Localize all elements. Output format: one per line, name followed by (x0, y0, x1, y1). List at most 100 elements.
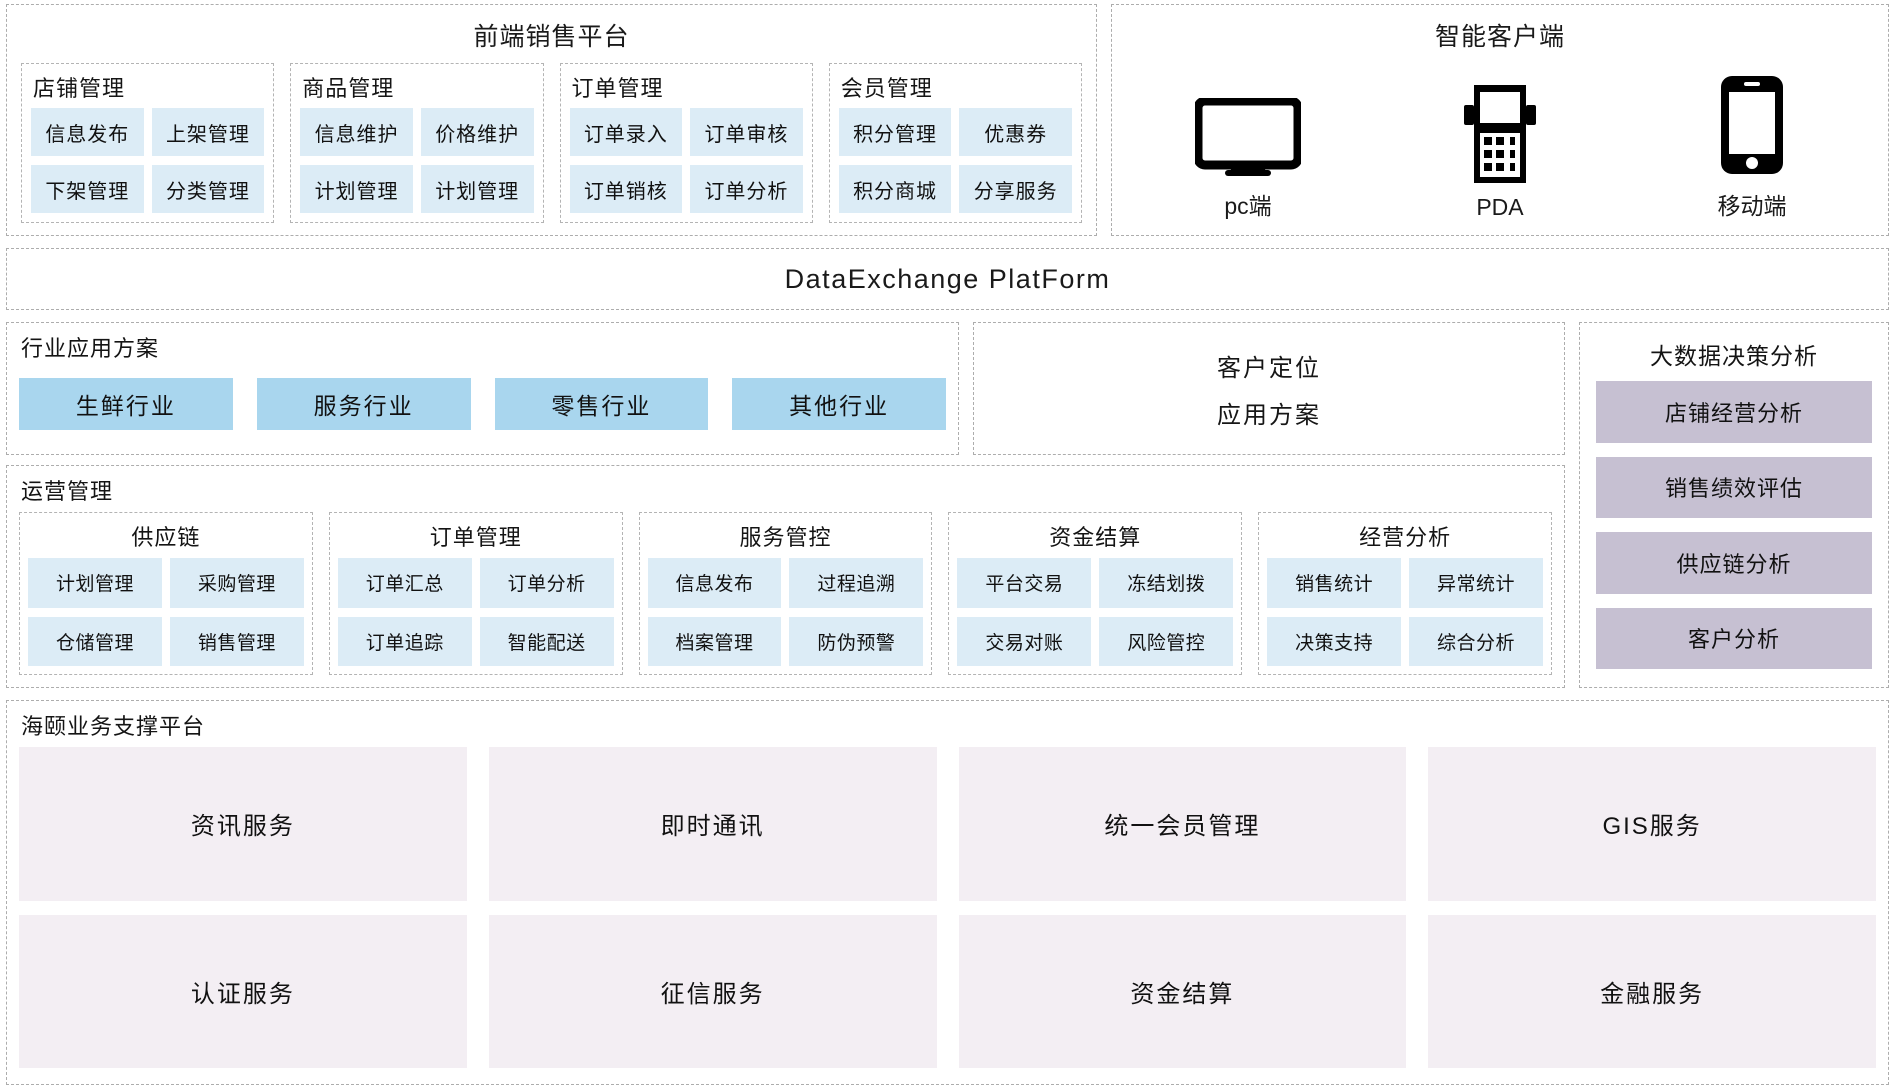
support-chip[interactable]: GIS服务 (1428, 747, 1876, 901)
bigdata-chip[interactable]: 店铺经营分析 (1596, 381, 1872, 443)
feature-chip[interactable]: 积分管理 (838, 108, 952, 156)
ops-chip[interactable]: 仓储管理 (28, 616, 162, 666)
ops-group-settlement: 资金结算 平台交易 冻结划拨 交易对账 风险管控 (948, 512, 1243, 675)
ops-chip[interactable]: 决策支持 (1267, 616, 1402, 666)
operations-group-list: 供应链 计划管理 采购管理 仓储管理 销售管理 订单管理 订单汇总 订单分析 (19, 512, 1552, 677)
support-chip[interactable]: 认证服务 (19, 914, 467, 1068)
operations-management-title: 运营管理 (21, 479, 114, 504)
ops-chip[interactable]: 订单分析 (479, 558, 614, 608)
industry-solutions-title: 行业应用方案 (21, 336, 160, 361)
feature-chip[interactable]: 信息维护 (300, 108, 413, 156)
ops-chip[interactable]: 计划管理 (28, 558, 162, 608)
ops-chip[interactable]: 智能配送 (479, 616, 614, 666)
dataexchange-label: DataExchange PlatForm (784, 263, 1111, 294)
ops-group-order: 订单管理 订单汇总 订单分析 订单追踪 智能配送 (328, 512, 623, 675)
support-chip[interactable]: 统一会员管理 (958, 747, 1407, 901)
customer-positioning-line1: 客户定位 (1217, 354, 1321, 382)
feature-chip[interactable]: 订单录入 (569, 108, 683, 156)
feature-chip[interactable]: 积分商城 (838, 165, 952, 213)
ops-chip[interactable]: 异常统计 (1409, 558, 1543, 608)
bigdata-chip[interactable]: 销售绩效评估 (1596, 456, 1872, 518)
feature-chip[interactable]: 分享服务 (959, 165, 1072, 213)
ops-chip[interactable]: 采购管理 (169, 558, 304, 608)
group-item-grid: 信息发布 上架管理 下架管理 分类管理 (31, 108, 265, 213)
smart-client-panel: 智能客户端 pc端 (1111, 4, 1889, 236)
industry-and-locate-row: 行业应用方案 生鲜行业 服务行业 零售行业 其他行业 客户定位 应用方案 (6, 322, 1565, 455)
feature-chip[interactable]: 下架管理 (31, 165, 144, 213)
ops-chip[interactable]: 订单追踪 (337, 616, 472, 666)
support-chip[interactable]: 金融服务 (1428, 914, 1876, 1068)
feature-chip[interactable]: 优惠券 (959, 108, 1072, 156)
group-item-grid: 积分管理 优惠券 积分商城 分享服务 (838, 108, 1072, 213)
feature-chip[interactable]: 订单销核 (569, 165, 683, 213)
frontend-platform-title: 前端销售平台 (473, 23, 630, 51)
feature-chip[interactable]: 价格维护 (420, 108, 534, 156)
bigdata-title: 大数据决策分析 (1650, 343, 1818, 369)
ops-group-title: 经营分析 (1359, 525, 1452, 550)
feature-chip[interactable]: 计划管理 (300, 165, 413, 213)
smart-client-title: 智能客户端 (1434, 23, 1565, 51)
frontend-sales-platform-panel: 前端销售平台 店铺管理 信息发布 上架管理 下架管理 分类管理 商品管理 信息维… (6, 4, 1097, 236)
ops-chip[interactable]: 风险管控 (1099, 616, 1234, 666)
ops-group-title: 供应链 (131, 525, 201, 550)
feature-chip[interactable]: 上架管理 (151, 108, 265, 156)
client-device-pc: pc端 (1173, 96, 1323, 221)
feature-chip[interactable]: 信息发布 (31, 108, 144, 156)
group-item-grid: 信息维护 价格维护 计划管理 计划管理 (300, 108, 534, 213)
industry-chip[interactable]: 其他行业 (732, 377, 946, 430)
ops-chip[interactable]: 信息发布 (647, 558, 782, 608)
ops-chip[interactable]: 过程追溯 (789, 558, 924, 608)
ops-chip[interactable]: 综合分析 (1409, 616, 1543, 666)
frontend-group-member: 会员管理 积分管理 优惠券 积分商城 分享服务 (828, 63, 1082, 223)
client-device-label: pc端 (1224, 193, 1272, 219)
group-item-grid: 订单录入 订单审核 订单销核 订单分析 (569, 108, 803, 213)
industry-chip[interactable]: 零售行业 (494, 377, 709, 430)
feature-chip[interactable]: 计划管理 (420, 165, 534, 213)
ops-chip[interactable]: 平台交易 (957, 558, 1092, 608)
feature-chip[interactable]: 订单分析 (690, 165, 803, 213)
ops-chip[interactable]: 销售管理 (169, 616, 304, 666)
feature-chip[interactable]: 分类管理 (151, 165, 265, 213)
ops-group-grid: 信息发布 过程追溯 档案管理 防伪预警 (647, 558, 924, 666)
ops-group-service-control: 服务管控 信息发布 过程追溯 档案管理 防伪预警 (638, 512, 933, 675)
ops-group-title: 服务管控 (739, 525, 832, 550)
support-service-grid: 资讯服务 即时通讯 统一会员管理 GIS服务 认证服务 征信服务 资金结算 金融… (19, 747, 1876, 1072)
pda-device-icon (1462, 83, 1538, 188)
mobile-phone-icon (1719, 74, 1785, 181)
top-row: 前端销售平台 店铺管理 信息发布 上架管理 下架管理 分类管理 商品管理 信息维… (6, 4, 1889, 236)
ops-chip[interactable]: 档案管理 (647, 616, 782, 666)
ops-chip[interactable]: 交易对账 (957, 616, 1092, 666)
ops-chip[interactable]: 冻结划拨 (1099, 558, 1234, 608)
frontend-group-list: 店铺管理 信息发布 上架管理 下架管理 分类管理 商品管理 信息维护 价格维护 … (17, 63, 1086, 225)
frontend-group-store: 店铺管理 信息发布 上架管理 下架管理 分类管理 (21, 63, 275, 223)
support-chip[interactable]: 资讯服务 (19, 747, 467, 901)
ops-chip[interactable]: 销售统计 (1267, 558, 1402, 608)
ops-group-business-analysis: 经营分析 销售统计 异常统计 决策支持 综合分析 (1258, 512, 1552, 675)
ops-chip[interactable]: 订单汇总 (337, 558, 472, 608)
bigdata-item-list: 店铺经营分析 销售绩效评估 供应链分析 客户分析 (1596, 381, 1872, 675)
support-chip[interactable]: 资金结算 (958, 914, 1407, 1068)
feature-chip[interactable]: 订单审核 (690, 108, 803, 156)
customer-positioning-line2: 应用方案 (1217, 401, 1321, 429)
support-chip[interactable]: 即时通讯 (488, 747, 937, 901)
bigdata-chip[interactable]: 客户分析 (1596, 607, 1872, 669)
frontend-group-product: 商品管理 信息维护 价格维护 计划管理 计划管理 (290, 63, 544, 223)
group-title: 会员管理 (840, 76, 933, 101)
ops-group-grid: 计划管理 采购管理 仓储管理 销售管理 (28, 558, 304, 666)
dataexchange-platform-bar: DataExchange PlatForm (6, 248, 1889, 310)
ops-group-grid: 销售统计 异常统计 决策支持 综合分析 (1267, 558, 1543, 666)
support-chip[interactable]: 征信服务 (488, 914, 937, 1068)
client-device-pda: PDA (1425, 83, 1575, 221)
industry-chip[interactable]: 生鲜行业 (19, 377, 233, 430)
client-device-list: pc端 (1122, 63, 1878, 225)
middle-band: 行业应用方案 生鲜行业 服务行业 零售行业 其他行业 客户定位 应用方案 运营管… (6, 322, 1889, 688)
frontend-group-order: 订单管理 订单录入 订单审核 订单销核 订单分析 (559, 63, 813, 223)
ops-group-grid: 订单汇总 订单分析 订单追踪 智能配送 (337, 558, 614, 666)
bigdata-chip[interactable]: 供应链分析 (1596, 532, 1872, 594)
ops-chip[interactable]: 防伪预警 (789, 616, 924, 666)
group-title: 店铺管理 (33, 76, 126, 101)
client-device-label: PDA (1476, 194, 1524, 220)
industry-chip[interactable]: 服务行业 (256, 377, 471, 430)
business-support-platform-panel: 海颐业务支撑平台 资讯服务 即时通讯 统一会员管理 GIS服务 认证服务 征信服… (6, 700, 1889, 1085)
